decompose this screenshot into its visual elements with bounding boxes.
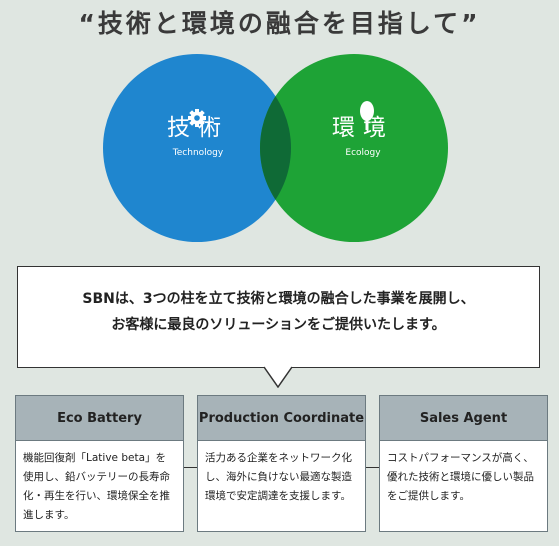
ecology-label: 環境 Ecology	[315, 108, 411, 158]
pillar-title: Production Coordinate	[197, 395, 366, 441]
technology-circle	[103, 54, 291, 242]
bubble-text: SBNは、3つの柱を立て技術と環境の融合した事業を展開し、 お客様に最良のソリュ…	[18, 286, 539, 338]
speech-bubble: SBNは、3つの柱を立て技術と環境の融合した事業を展開し、 お客様に最良のソリュ…	[17, 266, 540, 368]
pillar-title: Eco Battery	[15, 395, 184, 441]
bubble-line-2: お客様に最良のソリューションをご提供いたします。	[111, 317, 446, 333]
pillar-description: 機能回復剤「Lative beta」を使用し、鉛バッテリーの長寿命化・再生を行い…	[15, 441, 184, 532]
technology-label: 技術 Technology	[150, 108, 246, 158]
ecology-title: 環境	[332, 115, 394, 141]
bubble-tail	[263, 366, 293, 388]
venn-diagram	[103, 54, 448, 242]
gear-icon	[188, 109, 206, 127]
pillar-sales-agent: Sales Agent コストパフォーマンスが高く、優れた技術と環境に優しい製品…	[379, 395, 548, 532]
pillar-title: Sales Agent	[379, 395, 548, 441]
pillar-production-coordinate: Production Coordinate 活力ある企業をネットワーク化し、海外…	[197, 395, 366, 532]
pillar-eco-battery: Eco Battery 機能回復剤「Lative beta」を使用し、鉛バッテリ…	[15, 395, 184, 532]
technology-sublabel: Technology	[172, 148, 224, 158]
bubble-line-1: SBNは、3つの柱を立て技術と環境の融合した事業を展開し、	[82, 291, 475, 307]
ecology-circle	[260, 54, 448, 242]
pillar-description: 活力ある企業をネットワーク化し、海外に負けない最適な製造環境で安定調達を支援しま…	[197, 441, 366, 532]
connector-line	[184, 467, 198, 468]
connector-line	[366, 467, 380, 468]
ecology-sublabel: Ecology	[345, 148, 381, 158]
tree-icon	[360, 101, 374, 130]
technology-title: 技術	[167, 115, 229, 141]
pillar-description: コストパフォーマンスが高く、優れた技術と環境に優しい製品をご提供します。	[379, 441, 548, 532]
page-title: “技術と環境の融合を目指して”	[78, 9, 481, 38]
